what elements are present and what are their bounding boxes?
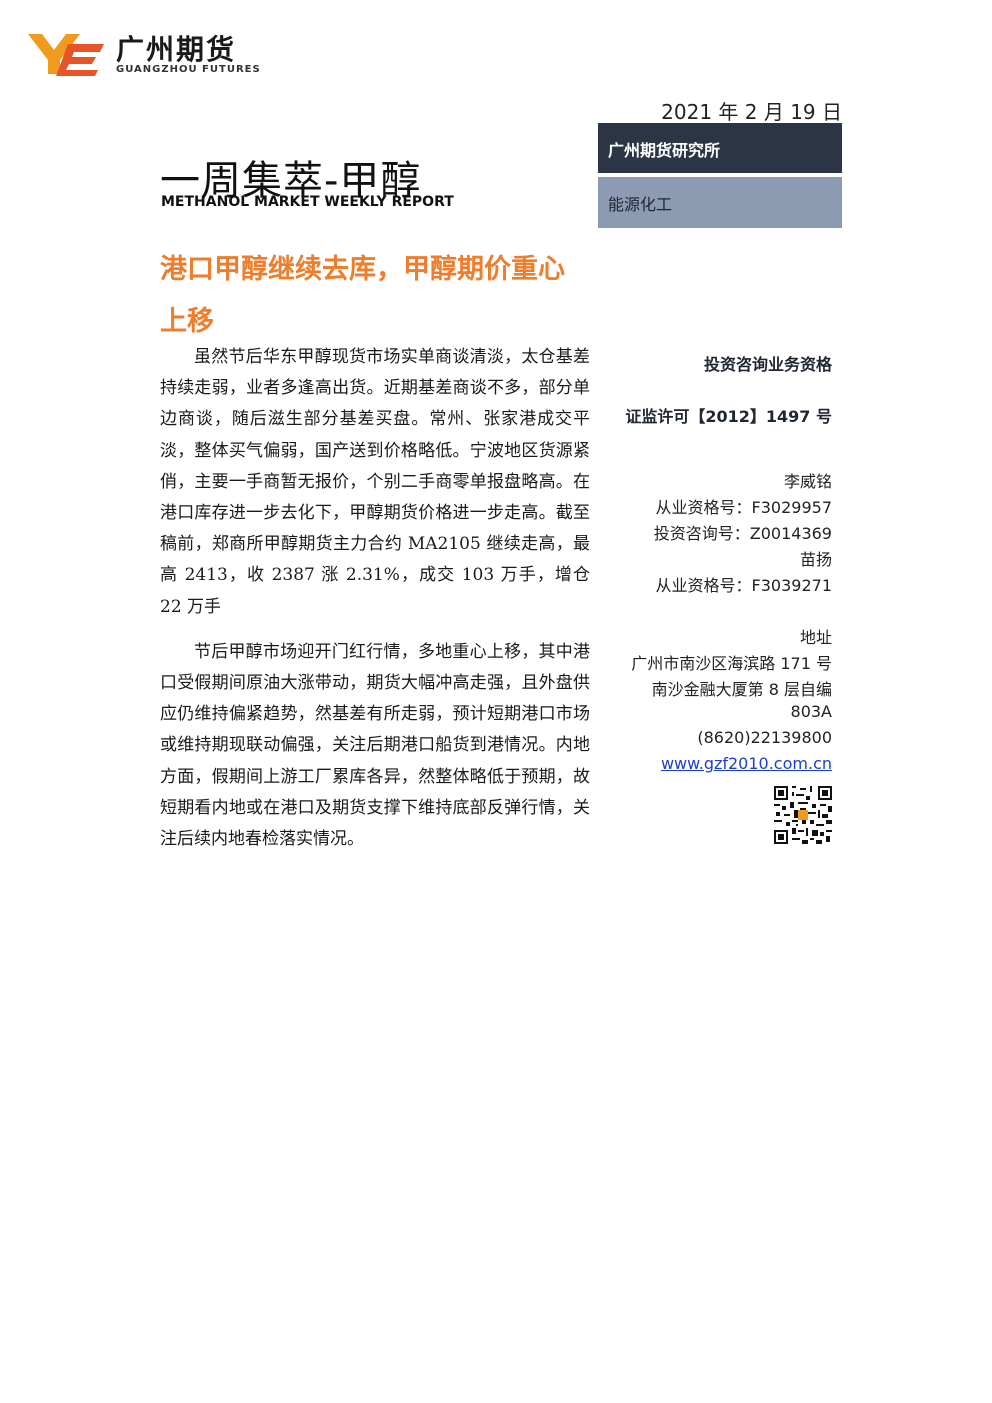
qualification-title: 投资咨询业务资格 xyxy=(703,355,832,374)
qr-code-icon xyxy=(774,786,832,844)
address-label: 地址 xyxy=(799,628,832,647)
analyst-license: 从业资格号：F3029957 xyxy=(655,498,832,517)
company-name-cn: 广州期货 xyxy=(116,33,237,66)
website-row: www.gzf2010.com.cn xyxy=(600,754,832,773)
institute-banner: 广州期货研究所 xyxy=(598,123,842,173)
sector-name: 能源化工 xyxy=(608,195,673,214)
analyst-consult-license: 投资咨询号：Z0014369 xyxy=(653,524,832,543)
phone-number: (8620)22139800 xyxy=(697,728,832,747)
report-date: 2021 年 2 月 19 日 xyxy=(661,100,842,124)
body-paragraph-2: 节后甲醇市场迎开门红行情，多地重心上移，其中港口受假期间原油大涨带动，期货大幅冲… xyxy=(160,641,590,850)
report-subtitle-en: METHANOL MARKET WEEKLY REPORT xyxy=(161,194,454,210)
address-line-3: 803A xyxy=(790,702,832,721)
report-body: 虽然节后华东甲醇现货市场实单商谈清淡，太仓基差持续走弱，业者多逢高出货。近期基差… xyxy=(160,342,590,869)
report-headline: 港口甲醇继续去库，甲醇期价重心上移 xyxy=(160,254,565,337)
website-link[interactable]: www.gzf2010.com.cn xyxy=(660,754,832,773)
company-name-en: GUANGZHOU FUTURES xyxy=(116,64,261,75)
license-number: 证监许可【2012】1497 号 xyxy=(625,407,832,426)
address-line-1: 广州市南沙区海滨路 171 号 xyxy=(631,654,832,673)
sector-banner: 能源化工 xyxy=(598,177,842,228)
body-paragraph-1: 虽然节后华东甲醇现货市场实单商谈清淡，太仓基差持续走弱，业者多逢高出货。近期基差… xyxy=(160,347,590,617)
institute-name: 广州期货研究所 xyxy=(608,141,721,160)
analyst-name: 苗扬 xyxy=(799,550,832,569)
company-logo-mark-icon xyxy=(28,34,104,76)
analyst-name: 李威铭 xyxy=(783,472,832,491)
report-title: 一周集萃-甲醇 xyxy=(160,158,422,204)
address-line-2: 南沙金融大厦第 8 层自编 xyxy=(651,680,832,699)
analyst-license: 从业资格号：F3039271 xyxy=(655,576,832,595)
